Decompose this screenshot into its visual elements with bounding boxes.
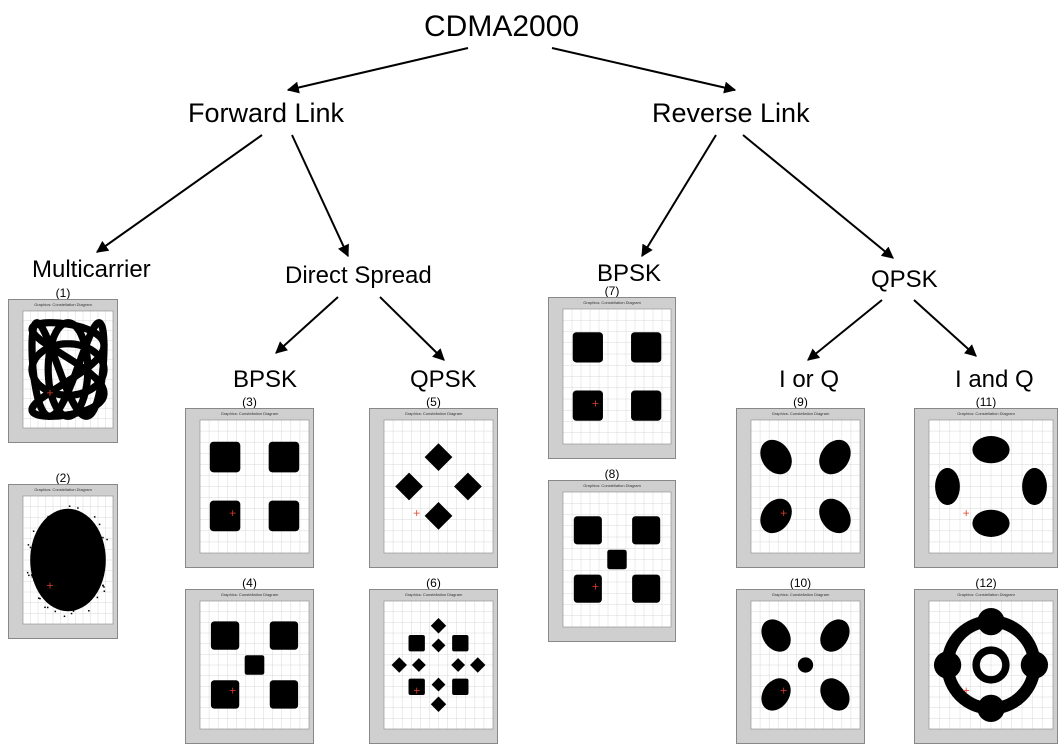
constellation-points: [935, 436, 1047, 537]
constellation-plot: Graphics: Constellation Diagram: [185, 408, 314, 568]
constellation-canvas: [199, 419, 310, 554]
plot-title: Graphics: Constellation Diagram: [220, 411, 279, 416]
plot-title: Graphics: Constellation Diagram: [771, 592, 830, 597]
node-forward-qpsk: QPSK: [410, 366, 477, 393]
arrow-qpsk-iorq: [807, 299, 883, 361]
panel-number: (9): [793, 395, 808, 409]
constellation-canvas: [928, 419, 1054, 554]
node-i-or-q: I or Q: [779, 366, 840, 393]
constellation-plot: Graphics: Constellation Diagram: [736, 589, 865, 744]
panel-number: (5): [426, 395, 441, 409]
plot-title: Graphics: Constellation Diagram: [583, 483, 641, 488]
constellation-canvas: [383, 600, 494, 730]
constellation-plot: Graphics: Constellation Diagram: [369, 408, 498, 568]
node-reverse-qpsk: QPSK: [871, 266, 938, 293]
arrow-ds-qpsk: [379, 296, 445, 361]
constellation-canvas: [22, 495, 114, 625]
node-reverse-bpsk: BPSK: [597, 260, 662, 287]
node-i-and-q: I and Q: [955, 366, 1034, 393]
constellation-canvas: [22, 310, 114, 429]
panel-number: (3): [242, 395, 257, 409]
plot-title: Graphics: Constellation Diagram: [771, 411, 830, 416]
plot-title: Graphics: Constellation Diagram: [583, 300, 641, 305]
plot-title: Graphics: Constellation Diagram: [34, 302, 92, 307]
constellation-points: [760, 439, 851, 534]
arrow-reverse-qpsk: [742, 134, 894, 259]
constellation-points: [572, 332, 662, 421]
panel-number: (1): [55, 286, 71, 300]
node-forward-link: Forward Link: [188, 98, 345, 128]
panel-number: (12): [975, 576, 997, 590]
arrow-reverse-bpsk: [641, 134, 717, 258]
constellation-points: [210, 621, 299, 709]
constellation-canvas: [383, 419, 494, 554]
plot-title: Graphics: Constellation Diagram: [957, 411, 1015, 416]
node-reverse-link: Reverse Link: [652, 98, 810, 128]
arrow-qpsk-iandq: [913, 299, 977, 357]
panel-number: (4): [242, 576, 257, 590]
plot-title: Graphics: Constellation Diagram: [404, 592, 463, 597]
arrow-ds-bpsk: [275, 296, 339, 354]
constellation-canvas: [562, 491, 672, 628]
constellation-plot: Graphics: Constellation Diagram: [185, 589, 314, 744]
constellation-canvas: [562, 308, 672, 445]
constellation-plot: Graphics: Constellation Diagram: [736, 408, 865, 568]
panel-number: (8): [604, 467, 620, 481]
constellation-canvas: [928, 600, 1054, 730]
constellation-canvas: [199, 600, 310, 730]
plot-title: Graphics: Constellation Diagram: [957, 592, 1015, 597]
node-forward-bpsk: BPSK: [233, 366, 298, 393]
plot-title: Graphics: Constellation Diagram: [220, 592, 279, 597]
constellation-points: [209, 441, 300, 532]
panel-number: (10): [789, 576, 812, 590]
arrow-root-reverse: [551, 47, 737, 94]
panel-number: (2): [55, 471, 71, 485]
panel-number: (11): [975, 395, 997, 409]
panel-number: (6): [426, 576, 441, 590]
plot-title: Graphics: Constellation Diagram: [34, 487, 92, 492]
node-direct-spread: Direct Spread: [285, 262, 432, 289]
constellation-plot: Graphics: Constellation Diagram: [8, 299, 118, 443]
node-multicarrier: Multicarrier: [32, 256, 151, 283]
panel-number: (7): [604, 284, 620, 298]
constellation-canvas: [750, 419, 861, 554]
constellation-plot: Graphics: Constellation Diagram: [369, 589, 498, 744]
arrow-root-forward: [286, 47, 469, 94]
constellation-plot: Graphics: Constellation Diagram: [914, 408, 1058, 568]
constellation-plot: Graphics: Constellation Diagram: [914, 589, 1058, 744]
constellation-plot: Graphics: Constellation Diagram: [548, 480, 676, 642]
constellation-canvas: [750, 600, 861, 730]
node-cdma2000: CDMA2000: [424, 10, 580, 43]
constellation-points: [761, 619, 850, 711]
constellation-points: [933, 607, 1049, 723]
constellation-plot: Graphics: Constellation Diagram: [8, 484, 118, 639]
arrow-forward-multicarrier: [96, 134, 263, 253]
constellation-plot: Graphics: Constellation Diagram: [548, 297, 676, 459]
arrow-forward-direct-spread: [291, 134, 349, 258]
constellation-points: [28, 318, 108, 420]
constellation-points: [573, 516, 661, 603]
plot-title: Graphics: Constellation Diagram: [404, 411, 463, 416]
